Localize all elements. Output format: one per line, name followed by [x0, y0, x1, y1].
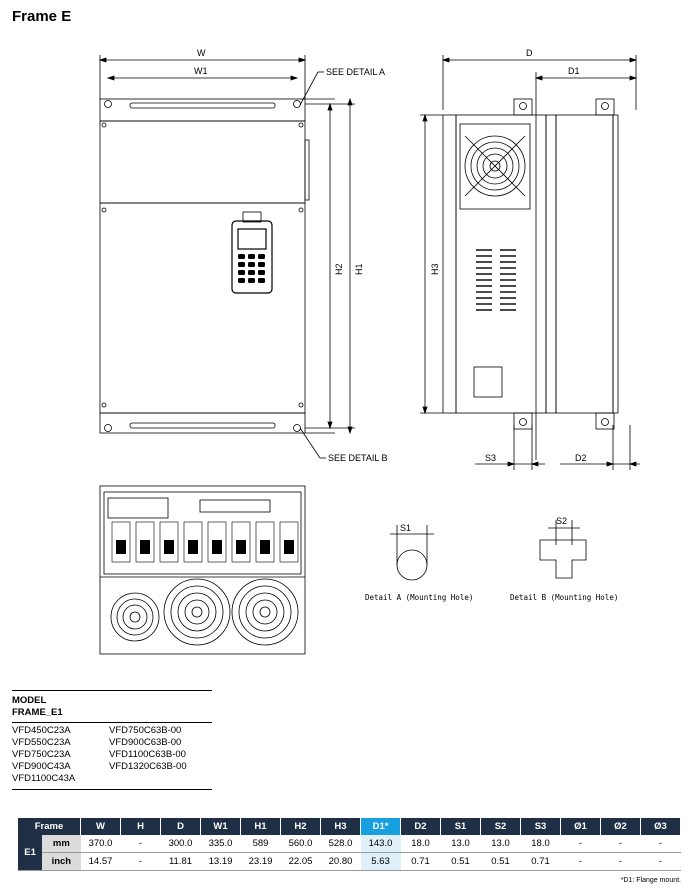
table-header-frame: Frame: [18, 818, 81, 835]
dimension-table: Frame W H D W1 H1 H2 H3 D1* D2 S1 S2 S3 …: [18, 818, 681, 871]
footnote: *D1: Flange mount.: [620, 877, 681, 884]
dim-s1: S1: [400, 523, 411, 533]
table-cell: 300.0: [160, 835, 201, 853]
table-cell: 335.0: [200, 835, 241, 853]
model-header-line1: MODEL: [12, 695, 47, 706]
table-cell: 5.63: [360, 852, 401, 871]
detail-a-label: Detail A (Mounting Hole): [365, 593, 473, 602]
model-item: VFD750C63B-00: [109, 725, 182, 736]
table-cell: 370.0: [80, 835, 121, 853]
table-row: inch 14.57 - 11.81 13.19 23.19 22.05 20.…: [18, 852, 681, 871]
table-header: H1: [240, 818, 281, 835]
table-cell: 18.0: [400, 835, 441, 853]
table-cell: -: [560, 852, 601, 871]
dim-w1: W1: [194, 66, 208, 76]
table-header: S2: [480, 818, 521, 835]
model-item: VFD1100C43A: [12, 773, 76, 784]
table-cell: -: [120, 835, 161, 853]
table-header: S3: [520, 818, 561, 835]
table-cell: 143.0: [360, 835, 401, 853]
table-cell: 528.0: [320, 835, 361, 853]
table-cell: 22.05: [280, 852, 321, 871]
table-cell: 23.19: [240, 852, 281, 871]
dim-h3: H3: [430, 263, 440, 275]
dim-w: W: [197, 48, 206, 58]
table-header-row: Frame W H D W1 H1 H2 H3 D1* D2 S1 S2 S3 …: [18, 818, 681, 835]
callout-detail-a: SEE DETAIL A: [326, 67, 385, 77]
model-item: VFD1320C63B-00: [109, 761, 187, 772]
table-header: Ø3: [640, 818, 681, 835]
table-header: S1: [440, 818, 481, 835]
table-unit: inch: [42, 852, 81, 871]
table-cell: 0.51: [440, 852, 481, 871]
table-cell: 589: [240, 835, 281, 853]
model-list: VFD450C23A VFD550C23A VFD750C23A VFD900C…: [12, 723, 212, 790]
table-cell: 13.0: [440, 835, 481, 853]
table-cell: -: [600, 852, 641, 871]
table-cell: 0.71: [520, 852, 561, 871]
table-cell: 0.71: [400, 852, 441, 871]
model-col-2: VFD750C63B-00 VFD900C63B-00 VFD1100C63B-…: [109, 725, 206, 785]
model-item: VFD450C23A: [12, 725, 71, 736]
model-item: VFD550C23A: [12, 737, 71, 748]
table-cell: 18.0: [520, 835, 561, 853]
table-cell: 14.57: [80, 852, 121, 871]
table-header: H2: [280, 818, 321, 835]
table-header: D2: [400, 818, 441, 835]
table-cell: 20.80: [320, 852, 361, 871]
detail-a-drawing: S1 Detail A (Mounting Hole): [365, 523, 473, 602]
table-cell: 13.0: [480, 835, 521, 853]
dim-d: D: [526, 48, 533, 58]
model-header: MODEL FRAME_E1: [12, 690, 212, 723]
table-cell: -: [640, 835, 681, 853]
dim-h1: H1: [354, 263, 364, 275]
table-header: H: [120, 818, 161, 835]
side-view: D D1: [420, 48, 640, 470]
table-cell: -: [640, 852, 681, 871]
dim-d1: D1: [568, 66, 580, 76]
internal-view: [99, 485, 306, 655]
table-header: H3: [320, 818, 361, 835]
table-header: Ø2: [600, 818, 641, 835]
model-item: VFD900C43A: [12, 761, 71, 772]
model-header-line2: FRAME_E1: [12, 707, 63, 718]
front-view: W W1 SEE DETAIL A: [98, 48, 388, 463]
model-item: VFD750C23A: [12, 749, 71, 760]
detail-b-drawing: S2 Detail B (Mounting Hole): [510, 516, 618, 602]
model-col-1: VFD450C23A VFD550C23A VFD750C23A VFD900C…: [12, 725, 109, 785]
dim-d2: D2: [575, 453, 587, 463]
callout-detail-b: SEE DETAIL B: [328, 453, 388, 463]
table-cell: 0.51: [480, 852, 521, 871]
table-header: D1*: [360, 818, 401, 835]
model-item: VFD1100C63B-00: [109, 749, 186, 760]
table-row: E1 mm 370.0 - 300.0 335.0 589 560.0 528.…: [18, 835, 681, 871]
table-header: Ø1: [560, 818, 601, 835]
dim-s2: S2: [556, 516, 567, 526]
dim-h2: H2: [334, 263, 344, 275]
table-cell: -: [120, 852, 161, 871]
table-cell: 560.0: [280, 835, 321, 853]
table-cell: -: [600, 835, 641, 853]
table-header: W1: [200, 818, 241, 835]
table-header: W: [80, 818, 121, 835]
table-unit: mm: [42, 835, 81, 853]
table-cell: -: [560, 835, 601, 853]
detail-b-label: Detail B (Mounting Hole): [510, 593, 618, 602]
dim-s3: S3: [485, 453, 496, 463]
model-item: VFD900C63B-00: [109, 737, 182, 748]
table-frame-cell: E1: [18, 835, 43, 871]
page-title: Frame E: [12, 8, 72, 25]
table-header: D: [160, 818, 201, 835]
table-cell: 13.19: [200, 852, 241, 871]
table-cell: 11.81: [160, 852, 201, 871]
model-list-block: MODEL FRAME_E1 VFD450C23A VFD550C23A VFD…: [12, 690, 212, 790]
